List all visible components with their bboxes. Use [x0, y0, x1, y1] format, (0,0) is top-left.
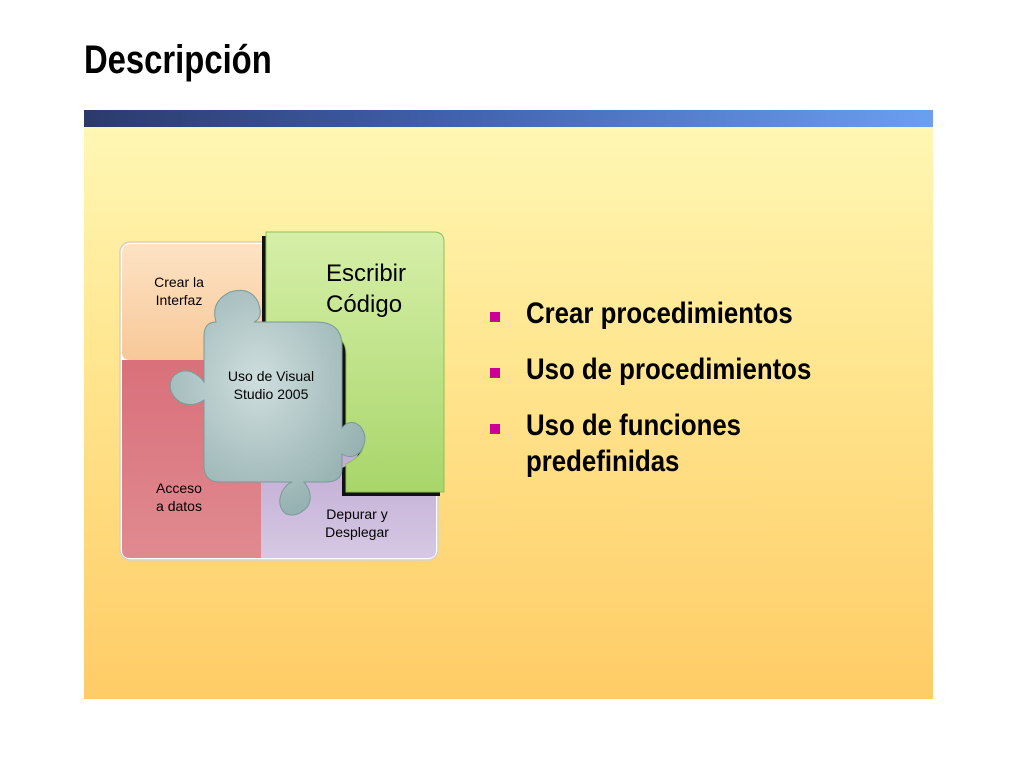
slide-title: Descripción: [84, 38, 272, 82]
puzzle-graphic: [119, 231, 445, 561]
puzzle-label-top-left: Crear la Interfaz: [154, 274, 204, 308]
bullet-square-icon: [490, 424, 500, 434]
bullet-text: Uso de funciones predefinidas: [526, 409, 742, 478]
bullet-list: Crear procedimientos Uso de procedimient…: [488, 296, 908, 500]
bullet-item: Uso de procedimientos: [488, 352, 908, 388]
puzzle-diagram: Crear la Interfaz Escribir Código Uso de…: [116, 222, 451, 567]
bullet-item: Uso de funciones predefinidas: [488, 408, 908, 480]
bullet-text: Uso de procedimientos: [526, 353, 812, 386]
bullet-text: Crear procedimientos: [526, 297, 793, 330]
puzzle-label-center: Uso de Visual Studio 2005: [227, 368, 315, 402]
puzzle-label-bottom-left: Acceso a datos: [156, 480, 202, 514]
piece-center: [169, 289, 366, 516]
puzzle-label-top-right: Escribir Código: [326, 260, 407, 319]
title-bar: [84, 110, 933, 127]
bullet-square-icon: [490, 312, 500, 322]
bullet-item: Crear procedimientos: [488, 296, 908, 332]
puzzle-label-bottom-right: Depurar y Desplegar: [325, 506, 389, 540]
bullet-square-icon: [490, 368, 500, 378]
